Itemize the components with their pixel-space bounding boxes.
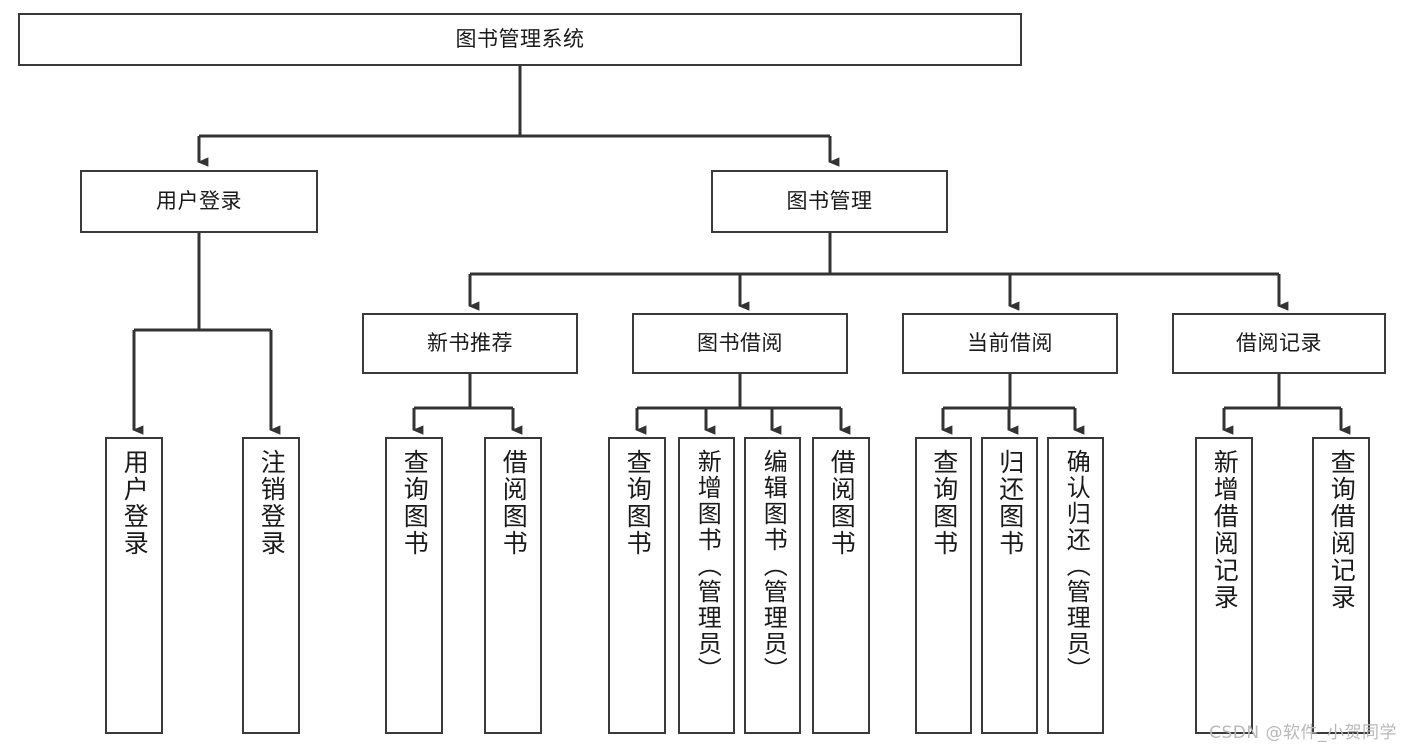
node-label: 借阅图书 — [499, 449, 529, 557]
node-leaf-current-query-book[interactable]: 查询图书 — [915, 437, 972, 734]
node-user-login[interactable]: 用户登录 — [80, 170, 318, 233]
node-label: 编辑图书（管理员） — [759, 449, 788, 683]
node-label: 注销登录 — [257, 449, 287, 557]
node-label: 新书推荐 — [427, 331, 513, 356]
node-label: 查询图书 — [400, 449, 430, 557]
node-borrow-record[interactable]: 借阅记录 — [1172, 313, 1386, 374]
node-label: 借阅记录 — [1236, 331, 1322, 356]
node-leaf-borrow-take-book[interactable]: 借阅图书 — [812, 437, 870, 734]
node-label: 查询借阅记录 — [1327, 449, 1357, 611]
node-new-book-recommend[interactable]: 新书推荐 — [362, 313, 578, 374]
node-book-borrow[interactable]: 图书借阅 — [632, 313, 848, 374]
node-label: 用户登录 — [120, 449, 150, 557]
node-leaf-user-login[interactable]: 用户登录 — [105, 437, 163, 734]
node-leaf-borrow-edit-book[interactable]: 编辑图书（管理员） — [744, 437, 801, 734]
watermark-text: CSDN @软件_小贺同学 — [1209, 723, 1397, 743]
node-label: 确认归还（管理员） — [1062, 449, 1091, 683]
node-label: 用户登录 — [156, 189, 242, 214]
node-leaf-record-query[interactable]: 查询借阅记录 — [1312, 437, 1370, 734]
node-leaf-user-logout[interactable]: 注销登录 — [242, 437, 300, 734]
node-book-manage[interactable]: 图书管理 — [711, 170, 948, 233]
node-label: 图书管理系统 — [455, 27, 585, 52]
node-label: 图书管理 — [786, 189, 873, 214]
node-leaf-recommend-query-book[interactable]: 查询图书 — [385, 437, 443, 734]
node-label: 新增图书（管理员） — [693, 449, 722, 683]
node-leaf-recommend-borrow-book[interactable]: 借阅图书 — [484, 437, 542, 734]
node-label: 借阅图书 — [827, 449, 857, 557]
node-root[interactable]: 图书管理系统 — [18, 13, 1022, 66]
node-label: 新增借阅记录 — [1210, 449, 1240, 611]
node-leaf-current-confirm-return[interactable]: 确认归还（管理员） — [1047, 437, 1104, 734]
node-label: 图书借阅 — [697, 331, 783, 356]
node-leaf-borrow-add-book[interactable]: 新增图书（管理员） — [678, 437, 735, 734]
node-leaf-borrow-query-book[interactable]: 查询图书 — [608, 437, 666, 734]
node-label: 查询图书 — [929, 449, 959, 557]
node-label: 当前借阅 — [967, 331, 1053, 356]
node-leaf-current-return-book[interactable]: 归还图书 — [981, 437, 1038, 734]
node-label: 查询图书 — [623, 449, 653, 557]
node-leaf-record-add[interactable]: 新增借阅记录 — [1195, 437, 1253, 734]
node-label: 归还图书 — [995, 449, 1025, 557]
node-current-borrow[interactable]: 当前借阅 — [902, 313, 1118, 374]
